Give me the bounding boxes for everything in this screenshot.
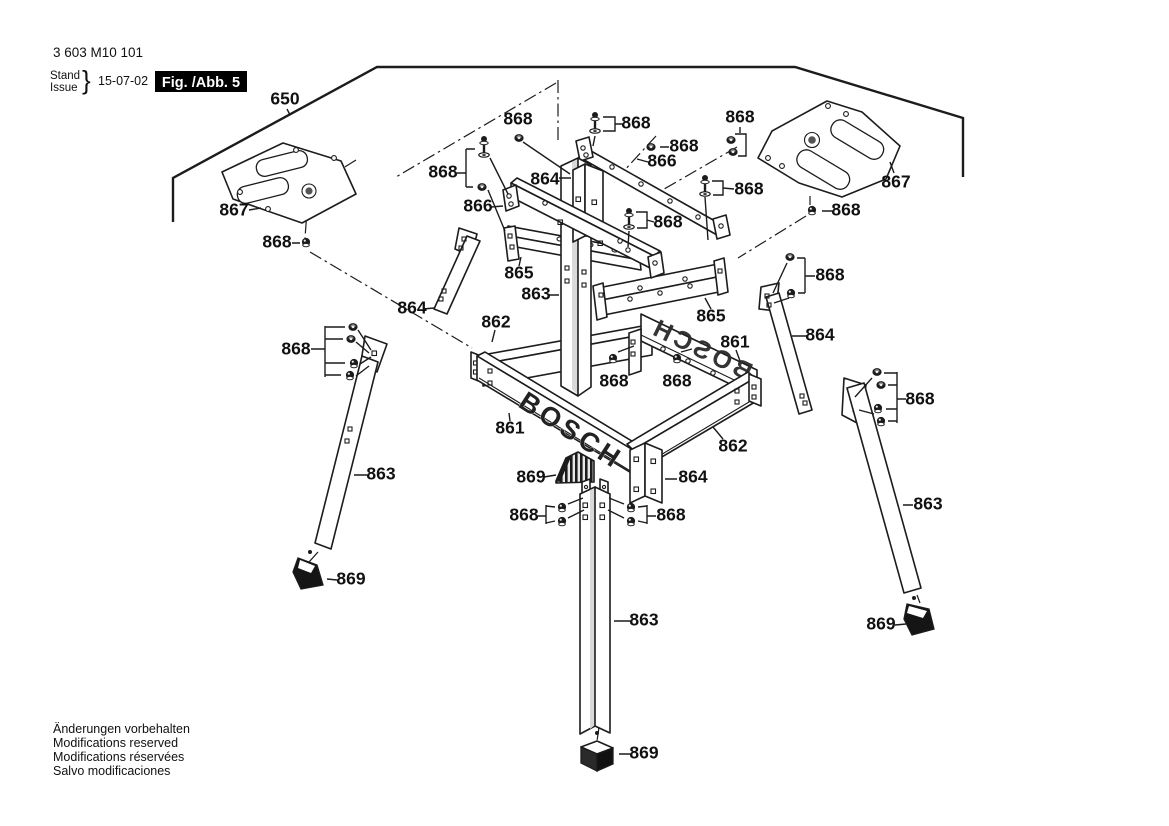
frame-corner-cap-east bbox=[748, 373, 762, 407]
brace-glyph: } bbox=[82, 65, 91, 95]
issue-label: Issue bbox=[50, 82, 78, 94]
part-866-bar-rear bbox=[575, 136, 731, 240]
part-label-868: 868 bbox=[262, 232, 291, 252]
legal-notes: Änderungen vorbehalten Modifications res… bbox=[53, 722, 190, 778]
part-label-868: 868 bbox=[656, 505, 685, 525]
part-label-863: 863 bbox=[521, 284, 550, 304]
part-label-865: 865 bbox=[696, 306, 725, 326]
part-label-861: 861 bbox=[720, 332, 749, 352]
part-label-863: 863 bbox=[913, 494, 942, 514]
part-label-869: 869 bbox=[629, 743, 658, 763]
part-865-bar-right bbox=[592, 257, 729, 321]
part-label-868: 868 bbox=[509, 505, 538, 525]
part-863-leg-left bbox=[314, 335, 388, 550]
part-label-861: 861 bbox=[495, 418, 524, 438]
part-867-plate-left bbox=[221, 142, 357, 224]
part-label-864: 864 bbox=[805, 325, 834, 345]
table-outline-650 bbox=[171, 65, 965, 222]
part-label-868: 868 bbox=[621, 113, 650, 133]
figure-label: Fig. /Abb. 5 bbox=[162, 75, 240, 91]
part-867-plate-right bbox=[757, 100, 901, 198]
part-label-864: 864 bbox=[678, 467, 707, 487]
part-label-867: 867 bbox=[219, 200, 248, 220]
part-label-862: 862 bbox=[481, 312, 510, 332]
part-866-bar-front bbox=[502, 177, 665, 279]
part-869-foot-left bbox=[292, 550, 324, 590]
part-label-867: 867 bbox=[881, 172, 910, 192]
note-es: Salvo modificaciones bbox=[53, 764, 170, 778]
part-label-868: 868 bbox=[905, 389, 934, 409]
part-label-868: 868 bbox=[599, 371, 628, 391]
note-fr: Modifications réservées bbox=[53, 750, 184, 764]
part-863-leg-right bbox=[841, 377, 922, 594]
part-864-bracket-bottom bbox=[629, 442, 663, 504]
part-label-868: 868 bbox=[669, 136, 698, 156]
part-label-863: 863 bbox=[629, 610, 658, 630]
part-label-868: 868 bbox=[831, 200, 860, 220]
part-label-862: 862 bbox=[718, 436, 747, 456]
part-label-866: 866 bbox=[647, 151, 676, 171]
part-864-brace-right bbox=[758, 282, 813, 415]
part-label-868: 868 bbox=[815, 265, 844, 285]
part-label-865: 865 bbox=[504, 263, 533, 283]
part-label-869: 869 bbox=[336, 569, 365, 589]
title-block: 3 603 M10 101 Stand Issue } 15-07-02 Fig… bbox=[50, 45, 247, 95]
part-label-868: 868 bbox=[662, 371, 691, 391]
part-label-868: 868 bbox=[503, 109, 532, 129]
part-label-868: 868 bbox=[734, 179, 763, 199]
stand-label: Stand bbox=[50, 70, 80, 82]
note-en: Modifications reserved bbox=[53, 736, 178, 750]
part-label-866: 866 bbox=[463, 196, 492, 216]
part-label-868: 868 bbox=[725, 107, 754, 127]
part-label-864: 864 bbox=[397, 298, 426, 318]
part-863-leg-bottom bbox=[579, 478, 611, 735]
part-label-863: 863 bbox=[366, 464, 395, 484]
part-869-foot-right bbox=[903, 596, 935, 636]
part-label-650: 650 bbox=[270, 89, 299, 109]
part-869-corner-foot bbox=[555, 451, 595, 484]
issue-date: 15-07-02 bbox=[98, 74, 148, 88]
figure-label-box bbox=[155, 71, 247, 92]
part-label-869: 869 bbox=[516, 467, 545, 487]
part-label-868: 868 bbox=[653, 212, 682, 232]
part-869-foot-bottom bbox=[580, 731, 614, 773]
part-label-868: 868 bbox=[428, 162, 457, 182]
callout-leader-lines bbox=[248, 108, 913, 755]
part-number: 3 603 M10 101 bbox=[53, 45, 143, 60]
part-label-868: 868 bbox=[281, 339, 310, 359]
note-de: Änderungen vorbehalten bbox=[53, 722, 190, 736]
part-label-869: 869 bbox=[866, 614, 895, 634]
part-label-864: 864 bbox=[530, 169, 559, 189]
part-864-brace-left bbox=[433, 227, 481, 315]
